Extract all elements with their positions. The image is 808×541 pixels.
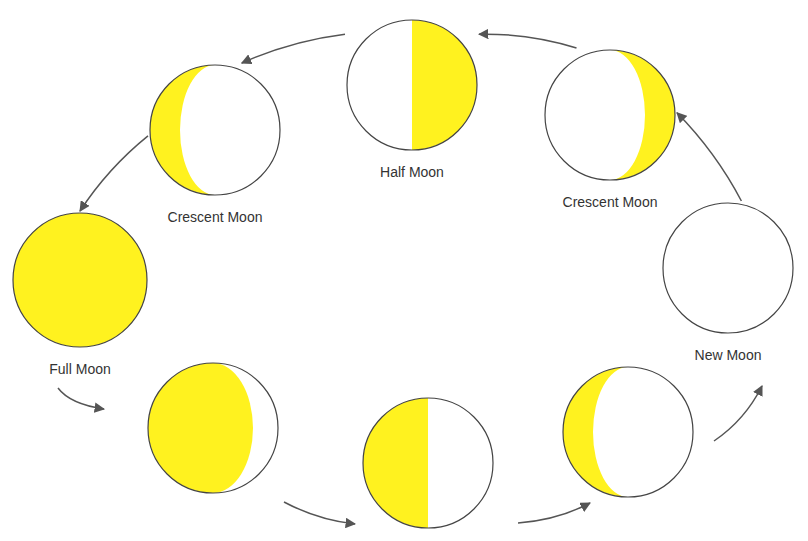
cycle-arrow	[714, 386, 762, 441]
moon-circle	[11, 211, 149, 349]
moon-circle	[345, 18, 479, 152]
moon-phase-node: New Moon	[661, 201, 795, 363]
cycle-arrow	[80, 136, 148, 211]
cycle-arrow	[242, 34, 345, 63]
moon-circle	[543, 48, 677, 182]
phase-label: Crescent Moon	[148, 209, 282, 225]
cycle-arrow	[284, 502, 355, 524]
gibbous-moon	[148, 363, 278, 493]
moon-phase-node: Crescent Moon	[148, 63, 282, 225]
moon-phase-node: Full Moon	[11, 211, 149, 377]
cycle-arrow	[58, 388, 104, 409]
moon-circle	[661, 201, 795, 335]
moon-circle	[148, 63, 282, 197]
cycle-arrow	[479, 34, 577, 48]
phase-label: Crescent Moon	[543, 194, 677, 210]
cycle-arrow	[677, 113, 741, 201]
moon-phase-node: Half Moon	[345, 18, 479, 180]
half-moon	[363, 398, 493, 528]
cycle-arrow	[518, 503, 590, 523]
phase-label: New Moon	[661, 347, 795, 363]
phase-label: Half Moon	[345, 164, 479, 180]
crescent-moon	[563, 367, 693, 497]
phase-label: Full Moon	[11, 361, 149, 377]
moon-phase-node: Crescent Moon	[543, 48, 677, 210]
